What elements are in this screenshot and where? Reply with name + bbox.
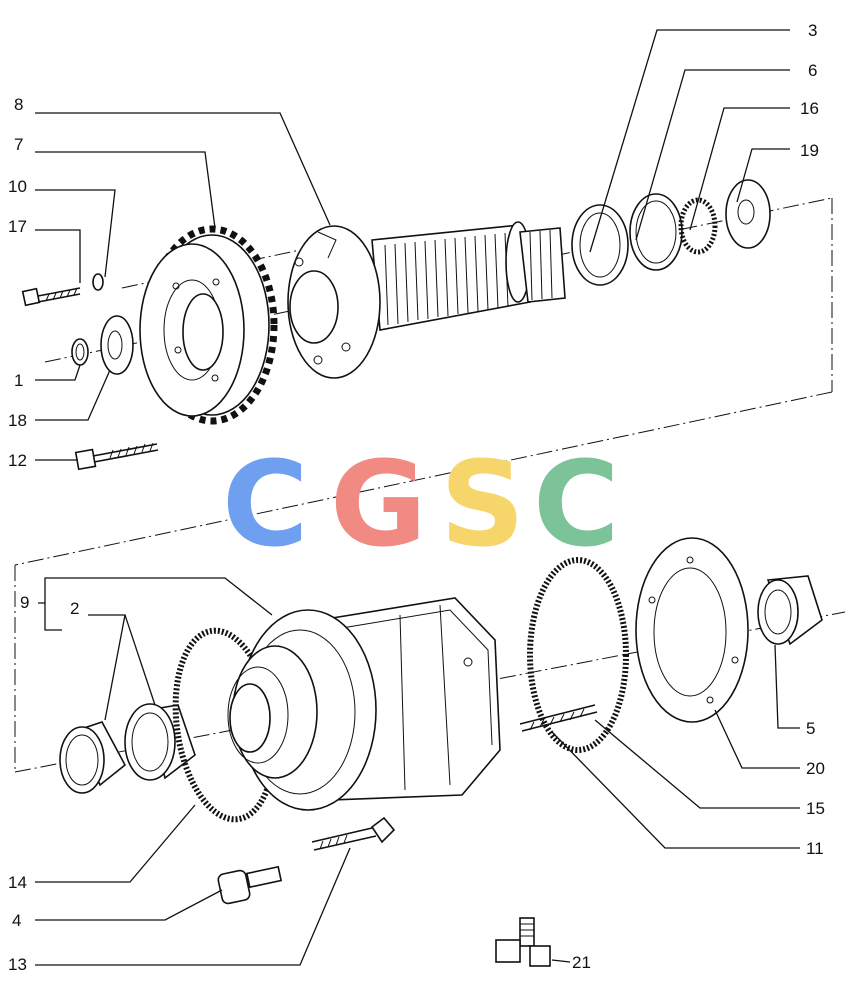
- washer-18: [100, 315, 134, 375]
- label-21: 21: [572, 953, 591, 972]
- watermark-letter-c1: C: [222, 435, 309, 573]
- label-14: 14: [8, 873, 27, 892]
- ring-3: [571, 204, 629, 286]
- housing-9: [227, 597, 501, 811]
- label-5: 5: [806, 719, 815, 738]
- label-20: 20: [806, 759, 825, 778]
- part-labels: 3 6 16 19 8 7 10 17 1 18 12 9 2 14 4 13 …: [8, 21, 825, 974]
- bearing-cup-2a: [59, 721, 127, 794]
- flange-gasket-20: [635, 537, 749, 723]
- label-13: 13: [8, 955, 27, 974]
- label-1: 1: [14, 371, 23, 390]
- shaft-flange-8: [287, 221, 566, 379]
- washer-10: [92, 273, 104, 291]
- watermark-letter-s: S: [440, 435, 525, 573]
- label-2: 2: [70, 599, 79, 618]
- label-4: 4: [12, 911, 21, 930]
- label-8: 8: [14, 95, 23, 114]
- label-11: 11: [806, 839, 824, 858]
- gasket-15: [527, 557, 629, 753]
- snap-ring-1: [71, 338, 89, 366]
- label-18: 18: [8, 411, 27, 430]
- stud-11: [519, 704, 598, 732]
- label-7: 7: [14, 135, 23, 154]
- label-9: 9: [20, 593, 29, 612]
- watermark-letter-c2: C: [533, 435, 620, 573]
- bolt-13: [311, 816, 396, 851]
- label-12: 12: [8, 451, 27, 470]
- label-15: 15: [806, 799, 825, 818]
- label-16: 16: [800, 99, 819, 118]
- gear-7: [139, 225, 278, 425]
- bushing-5: [757, 575, 823, 646]
- label-19: 19: [800, 141, 819, 160]
- watermark-letter-g: G: [330, 435, 427, 573]
- label-17: 17: [8, 217, 27, 236]
- bolt-12: [74, 442, 159, 471]
- bolt-17: [21, 287, 81, 307]
- o-ring-16: [678, 197, 718, 255]
- pin-4: [217, 865, 283, 905]
- label-10: 10: [8, 177, 27, 196]
- washer-19: [725, 179, 771, 249]
- label-6: 6: [808, 61, 817, 80]
- label-3: 3: [808, 21, 817, 40]
- part-21-assembly: [495, 917, 551, 967]
- leader-lines: [35, 29, 800, 966]
- cgsc-watermark: C G S C: [222, 435, 620, 573]
